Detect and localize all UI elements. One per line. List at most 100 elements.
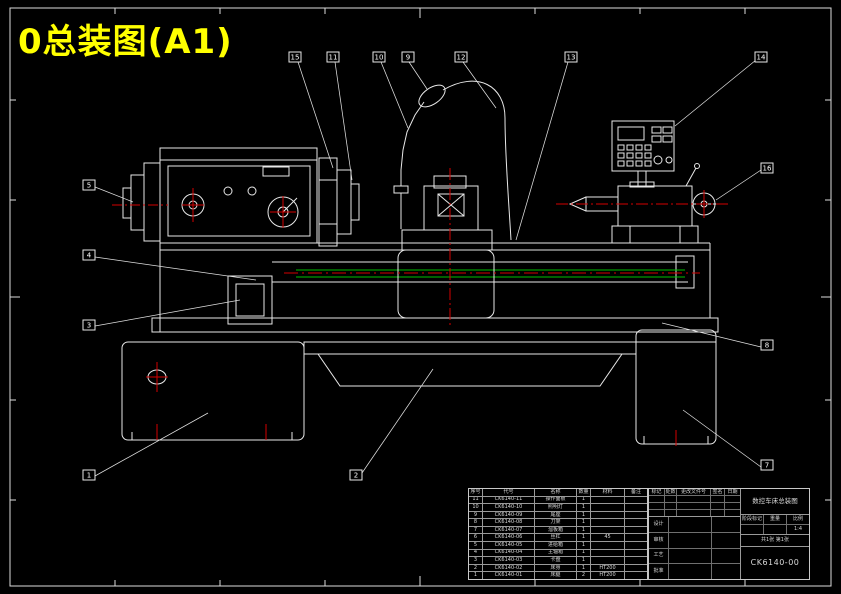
parts-list-cell: 数量 <box>577 489 591 496</box>
svg-text:3: 3 <box>87 322 91 330</box>
leader-lines <box>94 59 762 477</box>
parts-list-cell <box>625 504 647 511</box>
parts-list-cell: CK6140-05 <box>483 542 535 549</box>
part-balloon: 4 <box>82 249 96 261</box>
part-balloon: 15 <box>288 51 302 63</box>
parts-list-cell: 8 <box>469 519 483 526</box>
revision-cell: 更改文件号 <box>677 489 711 495</box>
parts-list-cell: 2 <box>577 572 591 579</box>
parts-list-cell: CK6140-03 <box>483 557 535 564</box>
part-balloon: 3 <box>82 319 96 331</box>
parts-list-cell: 11 <box>469 496 483 504</box>
parts-list-cell: 1 <box>577 496 591 504</box>
part-balloon: 8 <box>760 339 774 351</box>
revision-cell <box>677 503 711 509</box>
scale-cell: 比例 1:4 <box>787 515 809 534</box>
parts-list-cell: CK6140-06 <box>483 534 535 542</box>
parts-list-cell <box>625 512 647 519</box>
right-leg <box>635 329 717 445</box>
part-balloon: 11 <box>326 51 340 63</box>
parts-list-cell: HT200 <box>591 564 625 572</box>
parts-list-cell <box>625 497 647 504</box>
revision-cell <box>711 503 725 509</box>
stage-label: 阶段标记 <box>741 515 763 525</box>
parts-list-cell: 1 <box>577 564 591 572</box>
parts-list-cell: 床身 <box>535 564 577 572</box>
revision-cell <box>711 496 725 502</box>
svg-text:15: 15 <box>291 54 300 62</box>
part-balloon: 14 <box>754 51 768 63</box>
parts-list-cell <box>591 519 625 526</box>
part-balloon: 10 <box>372 51 386 63</box>
revision-cell: 处数 <box>665 489 677 495</box>
parts-list-cell <box>591 504 625 511</box>
role-cell: 设计 <box>649 517 669 532</box>
parts-list-cell <box>591 526 625 534</box>
svg-text:5: 5 <box>87 182 91 190</box>
revision-cell <box>665 496 677 502</box>
headstock <box>122 147 318 244</box>
parts-list-cell <box>625 534 647 541</box>
parts-list-cell: CK6140-02 <box>483 564 535 572</box>
revision-cell <box>665 510 677 516</box>
parts-list-cell <box>625 519 647 526</box>
parts-list-cell <box>625 565 647 572</box>
parts-list-cell <box>625 550 647 557</box>
weight-cell: 重量 <box>764 515 787 534</box>
feed-rods <box>272 255 695 289</box>
role-row: 批准 <box>649 563 740 579</box>
centerlines <box>112 168 730 446</box>
parts-list-cell: 1 <box>577 526 591 534</box>
parts-list-cell <box>591 549 625 557</box>
svg-text:12: 12 <box>457 54 466 62</box>
scale-label: 比例 <box>787 515 809 525</box>
parts-list-cell: 代号 <box>483 489 535 496</box>
parts-list-cell: 名称 <box>535 489 577 496</box>
parts-list-cell: 1 <box>577 504 591 511</box>
part-balloon: 9 <box>401 51 415 63</box>
drawing-number: CK6140-00 <box>750 558 800 567</box>
role-row: 工艺 <box>649 547 740 564</box>
parts-list-cell: 45 <box>591 534 625 542</box>
title-block-left: 标记处数更改文件号签名日期 设计审核工艺批准 <box>649 489 741 579</box>
parts-list-cell: 溜板箱 <box>535 526 577 534</box>
roles-table: 设计审核工艺批准 <box>649 517 740 579</box>
svg-text:4: 4 <box>87 252 92 260</box>
drawing-name: 数控车床总装图 <box>741 489 809 515</box>
role-cell: 审核 <box>649 532 669 548</box>
parts-list-cell: 尾座 <box>535 511 577 519</box>
parts-list-cell <box>625 542 647 549</box>
parts-list-cell: 床腿 <box>535 572 577 579</box>
stage-value <box>741 525 763 534</box>
parts-list-cell: 主轴箱 <box>535 549 577 557</box>
revision-cell <box>649 510 665 516</box>
role-cell <box>669 564 712 579</box>
parts-list-cell: CK6140-01 <box>483 572 535 579</box>
sheet-frame <box>9 7 832 587</box>
left-leg <box>121 341 305 441</box>
drawing-title: 0总装图(A1) <box>18 22 233 62</box>
svg-text:1: 1 <box>87 472 91 480</box>
parts-list-cell: 10 <box>469 504 483 511</box>
revision-cell <box>649 503 665 509</box>
parts-list-cell <box>591 542 625 549</box>
svg-text:14: 14 <box>757 54 766 62</box>
revision-cell <box>665 503 677 509</box>
parts-list-cell: 1 <box>577 511 591 519</box>
parts-list-cell <box>625 527 647 534</box>
weight-label: 重量 <box>764 515 786 525</box>
part-balloon: 2 <box>349 469 363 481</box>
parts-list-cell: 1 <box>577 534 591 542</box>
role-cell <box>712 517 740 532</box>
parts-list-cell <box>591 511 625 519</box>
